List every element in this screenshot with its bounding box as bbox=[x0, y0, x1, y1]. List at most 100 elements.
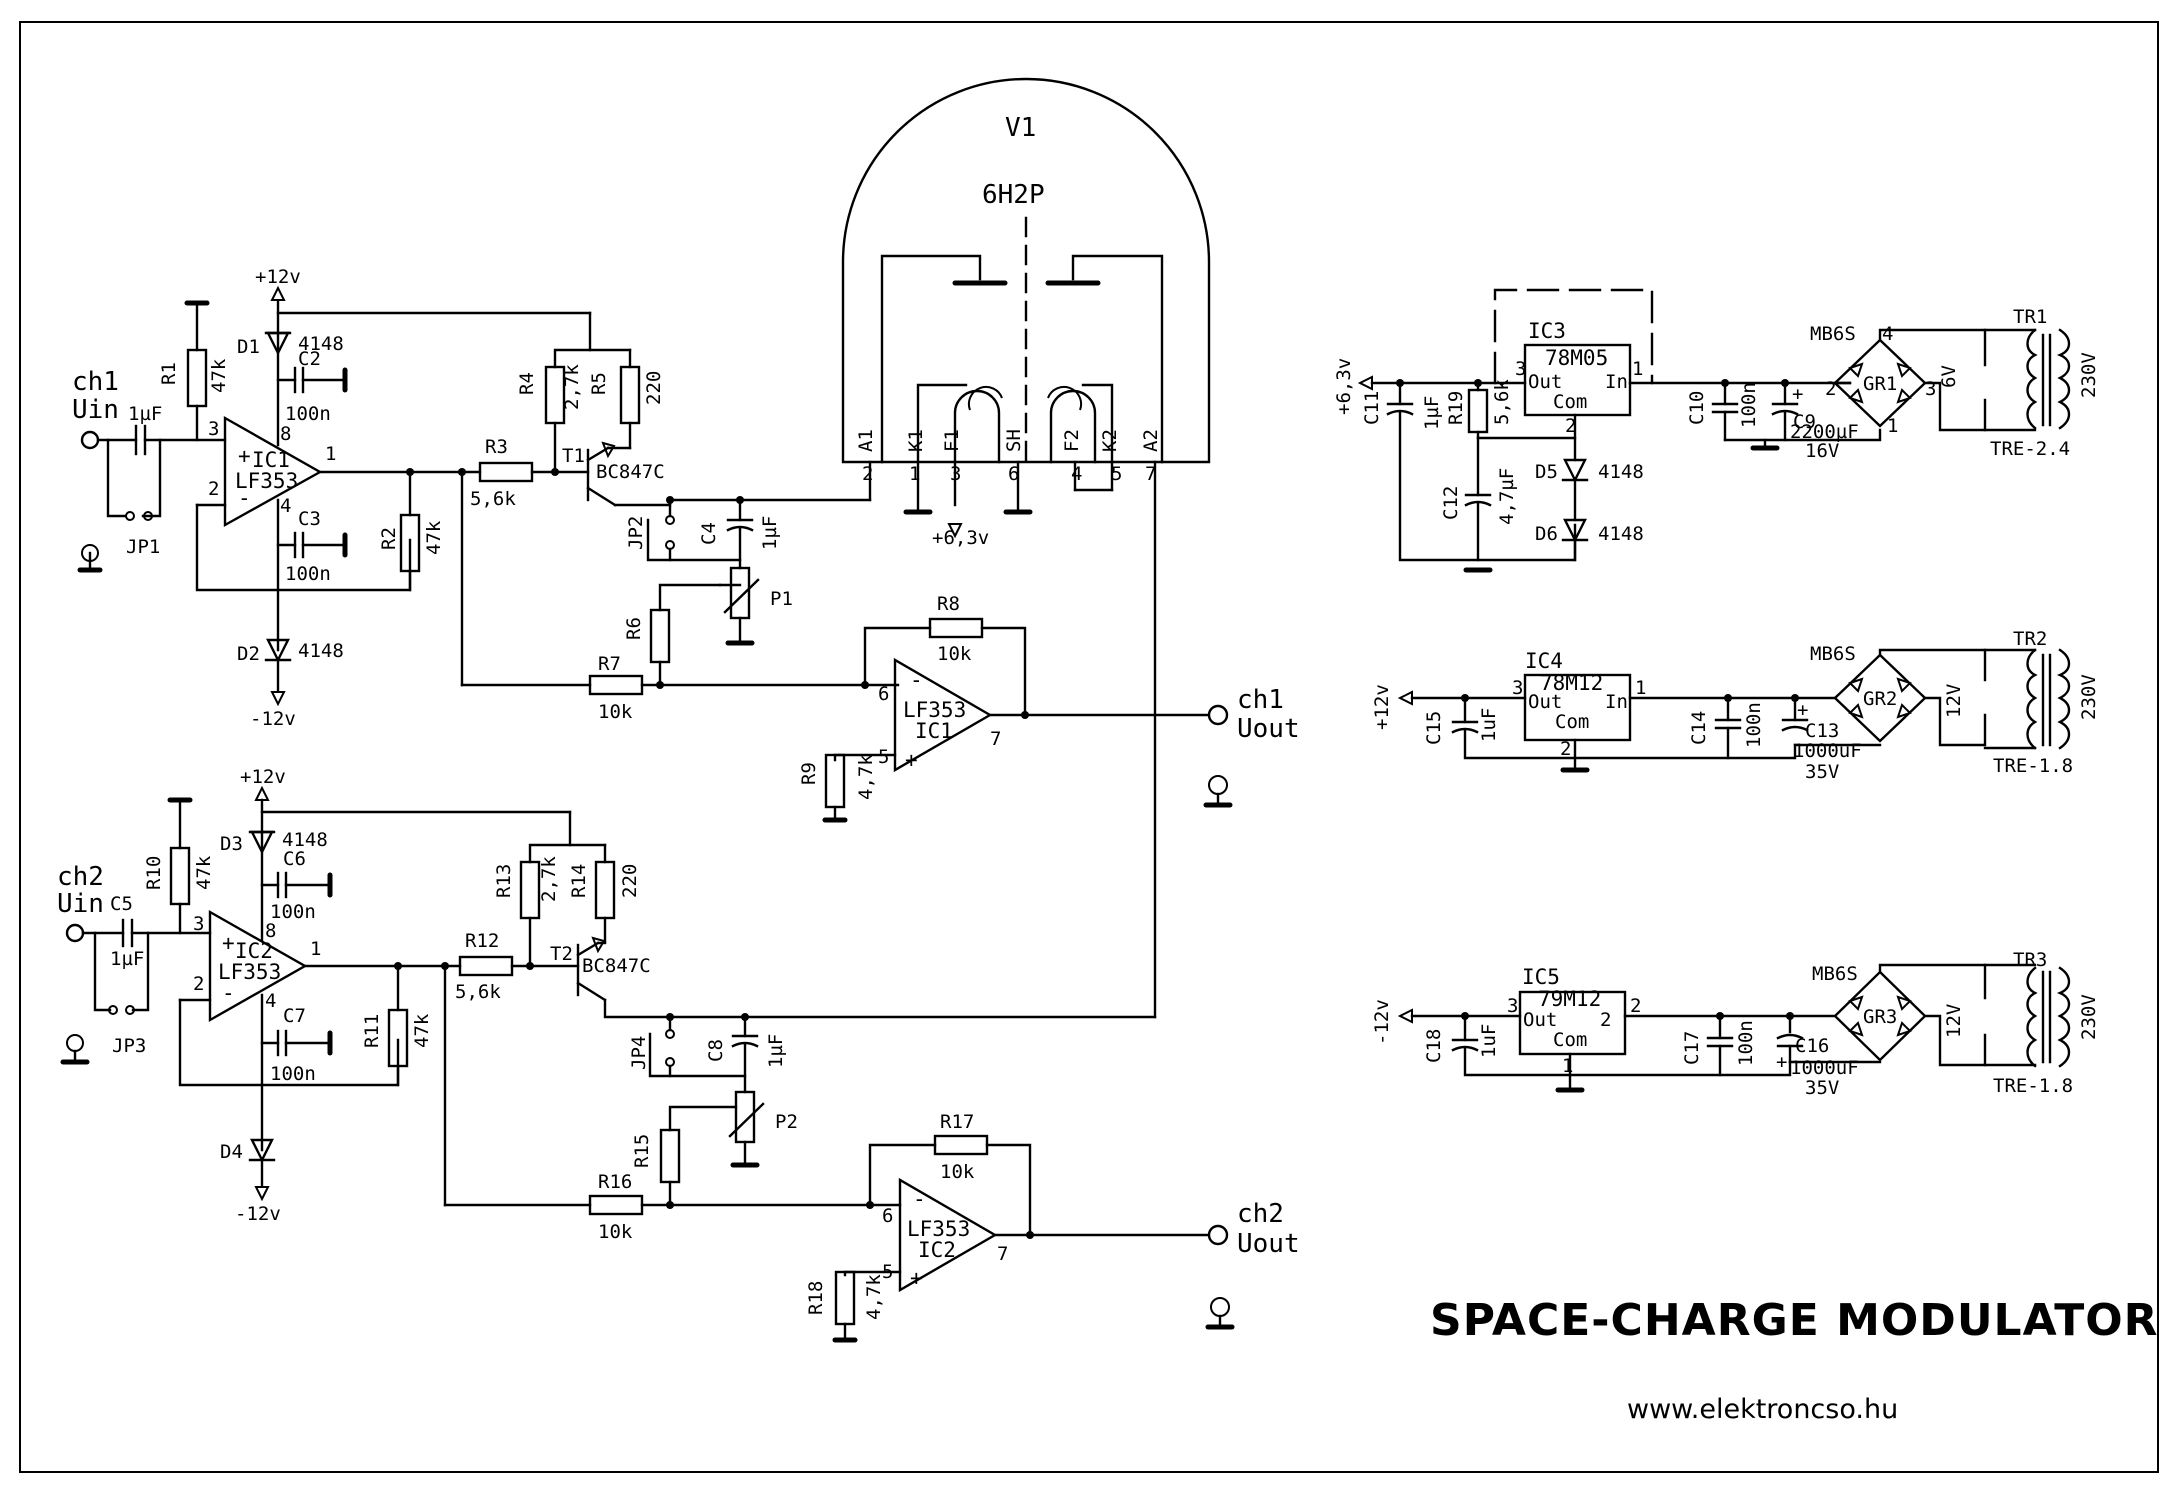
svg-text:R17: R17 bbox=[940, 1111, 974, 1133]
ch1-opamp-input bbox=[223, 415, 323, 528]
svg-text:2: 2 bbox=[1825, 378, 1836, 400]
svg-text:4: 4 bbox=[265, 990, 276, 1012]
svg-text:100n: 100n bbox=[1743, 702, 1765, 748]
svg-text:+6,3v: +6,3v bbox=[1333, 358, 1355, 415]
svg-text:R10: R10 bbox=[143, 856, 165, 890]
svg-text:78M12: 78M12 bbox=[1540, 671, 1603, 695]
svg-text:16V: 16V bbox=[1805, 440, 1839, 462]
svg-text:10k: 10k bbox=[940, 1161, 975, 1183]
svg-text:IC5: IC5 bbox=[1522, 965, 1560, 989]
svg-text:4148: 4148 bbox=[298, 333, 344, 355]
svg-text:100n: 100n bbox=[1738, 382, 1760, 428]
ch2-opamp-output bbox=[898, 1177, 998, 1293]
svg-text:R1: R1 bbox=[158, 362, 180, 385]
svg-text:C3: C3 bbox=[298, 508, 321, 530]
svg-text:47k: 47k bbox=[423, 520, 445, 555]
svg-text:3: 3 bbox=[1925, 378, 1936, 400]
svg-text:LF353: LF353 bbox=[218, 960, 281, 984]
ch1-input-terminal[interactable] bbox=[80, 430, 100, 450]
svg-text:-12v: -12v bbox=[235, 1203, 281, 1225]
svg-text:2,7k: 2,7k bbox=[561, 364, 583, 410]
svg-text:1: 1 bbox=[909, 463, 920, 485]
svg-text:C2: C2 bbox=[298, 348, 321, 370]
svg-text:-: - bbox=[238, 486, 251, 510]
svg-text:1000uF: 1000uF bbox=[1793, 740, 1862, 762]
psu-6v3: +6,3v C11 1µF R19 5,6k C12 4,7µF IC3 78M… bbox=[1333, 288, 2100, 573]
ic5-regulator bbox=[1518, 990, 1627, 1056]
svg-text:+: + bbox=[1797, 699, 1808, 721]
svg-text:D4: D4 bbox=[220, 1141, 243, 1163]
svg-text:+: + bbox=[238, 444, 251, 468]
svg-text:4: 4 bbox=[280, 495, 291, 517]
svg-text:35V: 35V bbox=[1805, 761, 1839, 783]
tube-heater-2 bbox=[1049, 389, 1097, 464]
svg-text:-: - bbox=[913, 1187, 926, 1211]
svg-text:IC1: IC1 bbox=[252, 448, 290, 472]
svg-text:3: 3 bbox=[1512, 677, 1523, 699]
svg-text:K1: K1 bbox=[905, 429, 927, 452]
svg-text:TR2: TR2 bbox=[2013, 628, 2047, 650]
svg-text:C13: C13 bbox=[1805, 720, 1839, 742]
svg-text:R8: R8 bbox=[937, 593, 960, 615]
svg-text:-12v: -12v bbox=[250, 708, 296, 730]
svg-text:6V: 6V bbox=[1938, 365, 1960, 388]
svg-text:1uF: 1uF bbox=[1478, 1024, 1500, 1058]
svg-text:C5: C5 bbox=[110, 893, 133, 915]
svg-text:6: 6 bbox=[882, 1205, 893, 1227]
svg-text:220: 220 bbox=[619, 864, 641, 898]
svg-text:2: 2 bbox=[862, 463, 873, 485]
svg-text:R3: R3 bbox=[485, 436, 508, 458]
svg-text:12V: 12V bbox=[1943, 1004, 1965, 1038]
svg-text:A2: A2 bbox=[1140, 429, 1162, 452]
svg-text:1µF: 1µF bbox=[1421, 396, 1443, 430]
svg-text:230V: 230V bbox=[2078, 352, 2100, 398]
svg-text:In: In bbox=[1605, 691, 1628, 713]
svg-text:4,7µF: 4,7µF bbox=[1496, 468, 1518, 525]
ic4-regulator bbox=[1523, 673, 1632, 742]
svg-text:Out: Out bbox=[1523, 1009, 1557, 1031]
svg-text:T1: T1 bbox=[562, 445, 585, 467]
svg-text:BC847C: BC847C bbox=[596, 461, 665, 483]
svg-text:R18: R18 bbox=[805, 1281, 827, 1315]
svg-text:D2: D2 bbox=[237, 643, 260, 665]
svg-text:3: 3 bbox=[1515, 358, 1526, 380]
svg-text:2: 2 bbox=[1560, 738, 1571, 760]
svg-text:8: 8 bbox=[280, 423, 291, 445]
svg-text:78M05: 78M05 bbox=[1545, 346, 1608, 370]
svg-text:TR3: TR3 bbox=[2013, 949, 2047, 971]
svg-text:100n: 100n bbox=[285, 403, 331, 425]
svg-text:3: 3 bbox=[1507, 995, 1518, 1017]
svg-text:MB6S: MB6S bbox=[1812, 963, 1858, 985]
svg-text:F2: F2 bbox=[1061, 429, 1083, 452]
svg-text:100n: 100n bbox=[285, 563, 331, 585]
svg-text:1: 1 bbox=[1635, 677, 1646, 699]
svg-text:C16: C16 bbox=[1795, 1035, 1829, 1057]
svg-text:D3: D3 bbox=[220, 833, 243, 855]
svg-text:TRE-2.4: TRE-2.4 bbox=[1990, 438, 2070, 460]
svg-text:8: 8 bbox=[265, 920, 276, 942]
svg-text:+: + bbox=[1792, 383, 1803, 405]
svg-text:4: 4 bbox=[1071, 463, 1082, 485]
svg-text:1000uF: 1000uF bbox=[1790, 1057, 1859, 1079]
ic3-regulator bbox=[1523, 343, 1632, 417]
svg-text:7: 7 bbox=[997, 1243, 1008, 1265]
svg-text:JP3: JP3 bbox=[112, 1035, 146, 1057]
ch1-output-terminal[interactable] bbox=[1207, 704, 1229, 726]
svg-text:12V: 12V bbox=[1943, 684, 1965, 718]
svg-text:100n: 100n bbox=[270, 901, 316, 923]
svg-text:2: 2 bbox=[1600, 1009, 1611, 1031]
svg-text:+: + bbox=[910, 1266, 923, 1290]
ch2-input-terminal[interactable] bbox=[65, 923, 85, 943]
svg-text:Out: Out bbox=[1528, 691, 1562, 713]
psu-neg12v: -12v C18 1uF IC5 79M12 Out Com 2 3 1 2 C… bbox=[1371, 949, 2100, 1099]
svg-text:3: 3 bbox=[193, 913, 204, 935]
svg-text:R14: R14 bbox=[568, 864, 590, 898]
svg-text:R5: R5 bbox=[588, 372, 610, 395]
svg-text:JP2: JP2 bbox=[625, 516, 647, 550]
svg-text:1: 1 bbox=[310, 938, 321, 960]
svg-text:IC3: IC3 bbox=[1528, 319, 1566, 343]
svg-text:1µF: 1µF bbox=[759, 516, 781, 550]
ch2-output-terminal[interactable] bbox=[1207, 1224, 1229, 1246]
svg-text:79M12: 79M12 bbox=[1538, 987, 1601, 1011]
svg-text:K2: K2 bbox=[1099, 429, 1121, 452]
